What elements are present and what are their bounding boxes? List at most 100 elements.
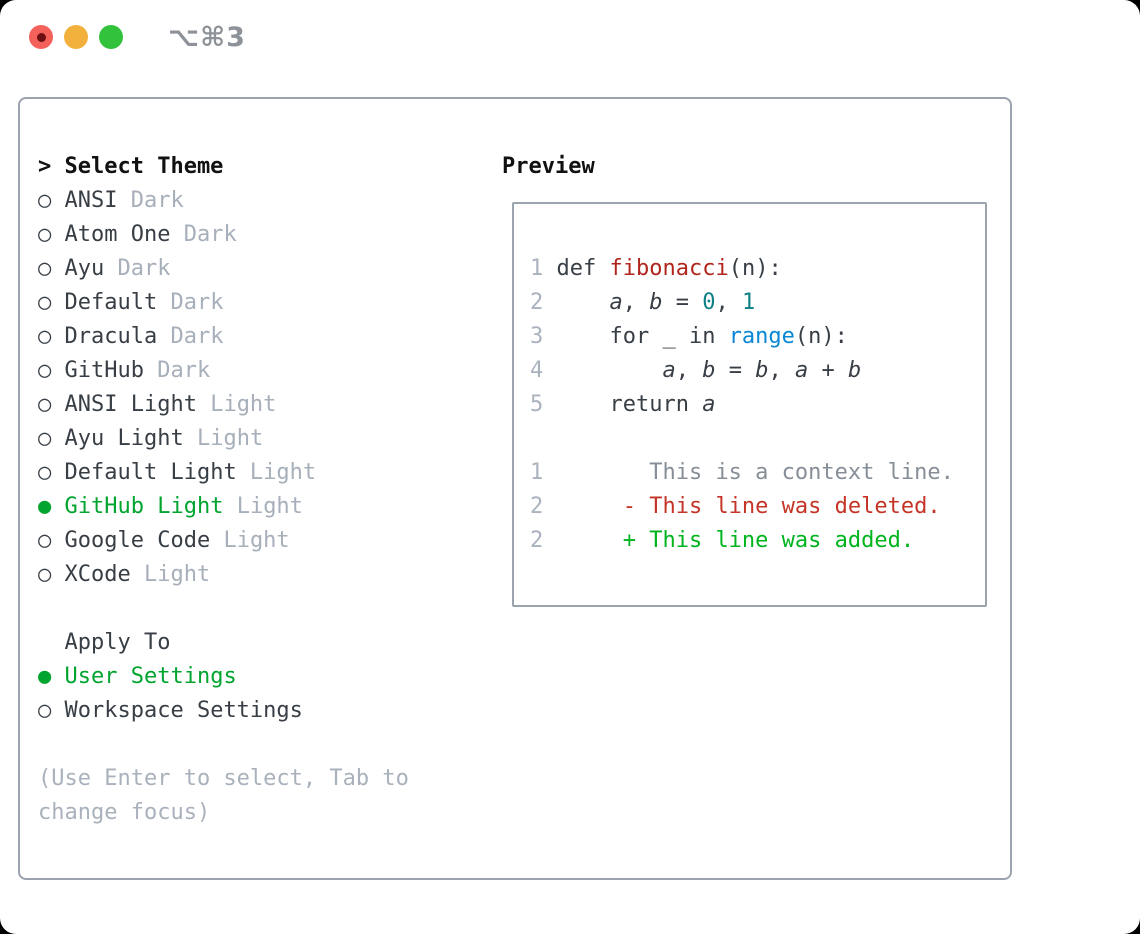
theme-variant-label: Dark xyxy=(104,256,171,281)
apply-option-label: Workspace Settings xyxy=(64,698,303,723)
token-code: (n): xyxy=(794,324,848,349)
token-var: a xyxy=(662,358,676,383)
theme-name-label: Ayu xyxy=(64,256,105,281)
zoom-button[interactable] xyxy=(99,25,123,49)
traffic-lights xyxy=(29,25,123,49)
radio-unselected-icon: ○ xyxy=(38,188,65,213)
theme-variant-label: Light xyxy=(210,528,290,553)
token-builtin: range xyxy=(728,324,795,349)
theme-variant-label: Dark xyxy=(117,188,184,213)
apply-to-section: Apply To● User Settings○ Workspace Setti… xyxy=(38,626,303,728)
theme-name-label: Default Light xyxy=(64,460,237,485)
theme-variant-label: Light xyxy=(196,392,277,417)
radio-selected-icon: ● xyxy=(38,494,65,519)
line-number: 3 xyxy=(530,324,557,349)
theme-variant-label: Light xyxy=(183,426,264,451)
diff-line-context: 1 This is a context line. xyxy=(530,456,954,490)
theme-name-label: Default xyxy=(64,290,158,315)
titlebar: ⌥⌘3 xyxy=(0,0,1140,74)
line-number: 1 xyxy=(530,460,557,485)
line-number: 1 xyxy=(530,256,557,281)
theme-variant-label: Dark xyxy=(170,222,237,247)
diff-line-added: 2 + This line was added. xyxy=(530,524,954,558)
token-code: = xyxy=(662,290,703,315)
token-func: fibonacci xyxy=(609,256,729,281)
token-code: = xyxy=(715,358,756,383)
token-var: b xyxy=(702,358,716,383)
code-line-python: 2 a, b = 0, 1 xyxy=(530,286,954,320)
theme-option-github[interactable]: ○ GitHub Dark xyxy=(38,354,316,388)
theme-name-label: GitHub Light xyxy=(64,494,224,519)
theme-name-label: Dracula xyxy=(64,324,158,349)
hint-text: (Use Enter to select, Tab to change focu… xyxy=(38,766,409,825)
line-number: 2 xyxy=(530,290,557,315)
radio-unselected-icon: ○ xyxy=(38,290,65,315)
token-code: for _ in xyxy=(556,324,729,349)
token-var: b xyxy=(755,358,769,383)
theme-name-label: ANSI xyxy=(64,188,118,213)
code-line-python: 4 a, b = b, a + b xyxy=(530,354,954,388)
theme-variant-label: Light xyxy=(236,460,317,485)
radio-unselected-icon: ○ xyxy=(38,324,65,349)
radio-selected-icon: ● xyxy=(38,664,65,689)
code-line-python: 3 for _ in range(n): xyxy=(530,320,954,354)
token-code xyxy=(557,358,663,383)
token-code: return xyxy=(556,392,703,417)
token-ctx: This is a context line. xyxy=(556,460,954,485)
theme-option-ayu-light[interactable]: ○ Ayu Light Light xyxy=(38,422,316,456)
radio-unselected-icon: ○ xyxy=(38,562,65,587)
apply-option-label: User Settings xyxy=(64,664,237,689)
theme-variant-label: Light xyxy=(130,562,211,587)
token-var: a xyxy=(794,358,809,383)
theme-name-label: Google Code xyxy=(64,528,211,553)
radio-unselected-icon: ○ xyxy=(38,460,65,485)
theme-option-google-code[interactable]: ○ Google Code Light xyxy=(38,524,316,558)
keyboard-shortcut-label: ⌥⌘3 xyxy=(168,22,246,53)
token-num: 1 xyxy=(741,290,756,315)
minimize-button[interactable] xyxy=(64,25,88,49)
token-code: (n): xyxy=(728,256,782,281)
token-code: , xyxy=(715,290,742,315)
theme-variant-label: Dark xyxy=(157,290,224,315)
theme-option-default[interactable]: ○ Default Dark xyxy=(38,286,316,320)
token-code: + xyxy=(808,358,848,383)
theme-name-label: XCode xyxy=(64,562,131,587)
theme-variant-label: Light xyxy=(223,494,303,519)
theme-option-xcode[interactable]: ○ XCode Light xyxy=(38,558,316,592)
apply-to-header: Apply To xyxy=(38,630,171,655)
code-line-blank xyxy=(530,422,954,456)
radio-unselected-icon: ○ xyxy=(38,256,65,281)
theme-list: > Select Theme○ ANSI Dark○ Atom One Dark… xyxy=(38,150,316,592)
theme-name-label: Atom One xyxy=(64,222,171,247)
close-button[interactable] xyxy=(29,25,53,49)
select-theme-header: > Select Theme xyxy=(38,154,224,179)
code-line-python: 5 return a xyxy=(530,388,954,422)
theme-option-default-light[interactable]: ○ Default Light Light xyxy=(38,456,316,490)
radio-unselected-icon: ○ xyxy=(38,358,65,383)
theme-name-label: GitHub xyxy=(64,358,144,383)
theme-option-github-light[interactable]: ● GitHub Light Light xyxy=(38,490,316,524)
radio-unselected-icon: ○ xyxy=(38,392,65,417)
apply-option-user-settings[interactable]: ● User Settings xyxy=(38,660,303,694)
token-add: + This line was added. xyxy=(556,528,915,553)
theme-option-ansi[interactable]: ○ ANSI Dark xyxy=(38,184,316,218)
line-number: 2 xyxy=(530,494,557,519)
line-number: 5 xyxy=(530,392,557,417)
unsaved-dot-icon xyxy=(36,32,46,42)
code-line-python: 1 def fibonacci(n): xyxy=(530,252,954,286)
token-code: , xyxy=(768,358,795,383)
line-number: 4 xyxy=(530,358,557,383)
preview-title: Preview xyxy=(502,154,595,179)
token-num: 0 xyxy=(702,290,716,315)
theme-option-ayu[interactable]: ○ Ayu Dark xyxy=(38,252,316,286)
line-number: 2 xyxy=(530,528,557,553)
theme-option-atom-one[interactable]: ○ Atom One Dark xyxy=(38,218,316,252)
token-var: b xyxy=(649,290,663,315)
apply-option-workspace-settings[interactable]: ○ Workspace Settings xyxy=(38,694,303,728)
radio-unselected-icon: ○ xyxy=(38,222,65,247)
theme-name-label: Ayu Light xyxy=(64,426,184,451)
theme-option-dracula[interactable]: ○ Dracula Dark xyxy=(38,320,316,354)
theme-option-ansi-light[interactable]: ○ ANSI Light Light xyxy=(38,388,316,422)
